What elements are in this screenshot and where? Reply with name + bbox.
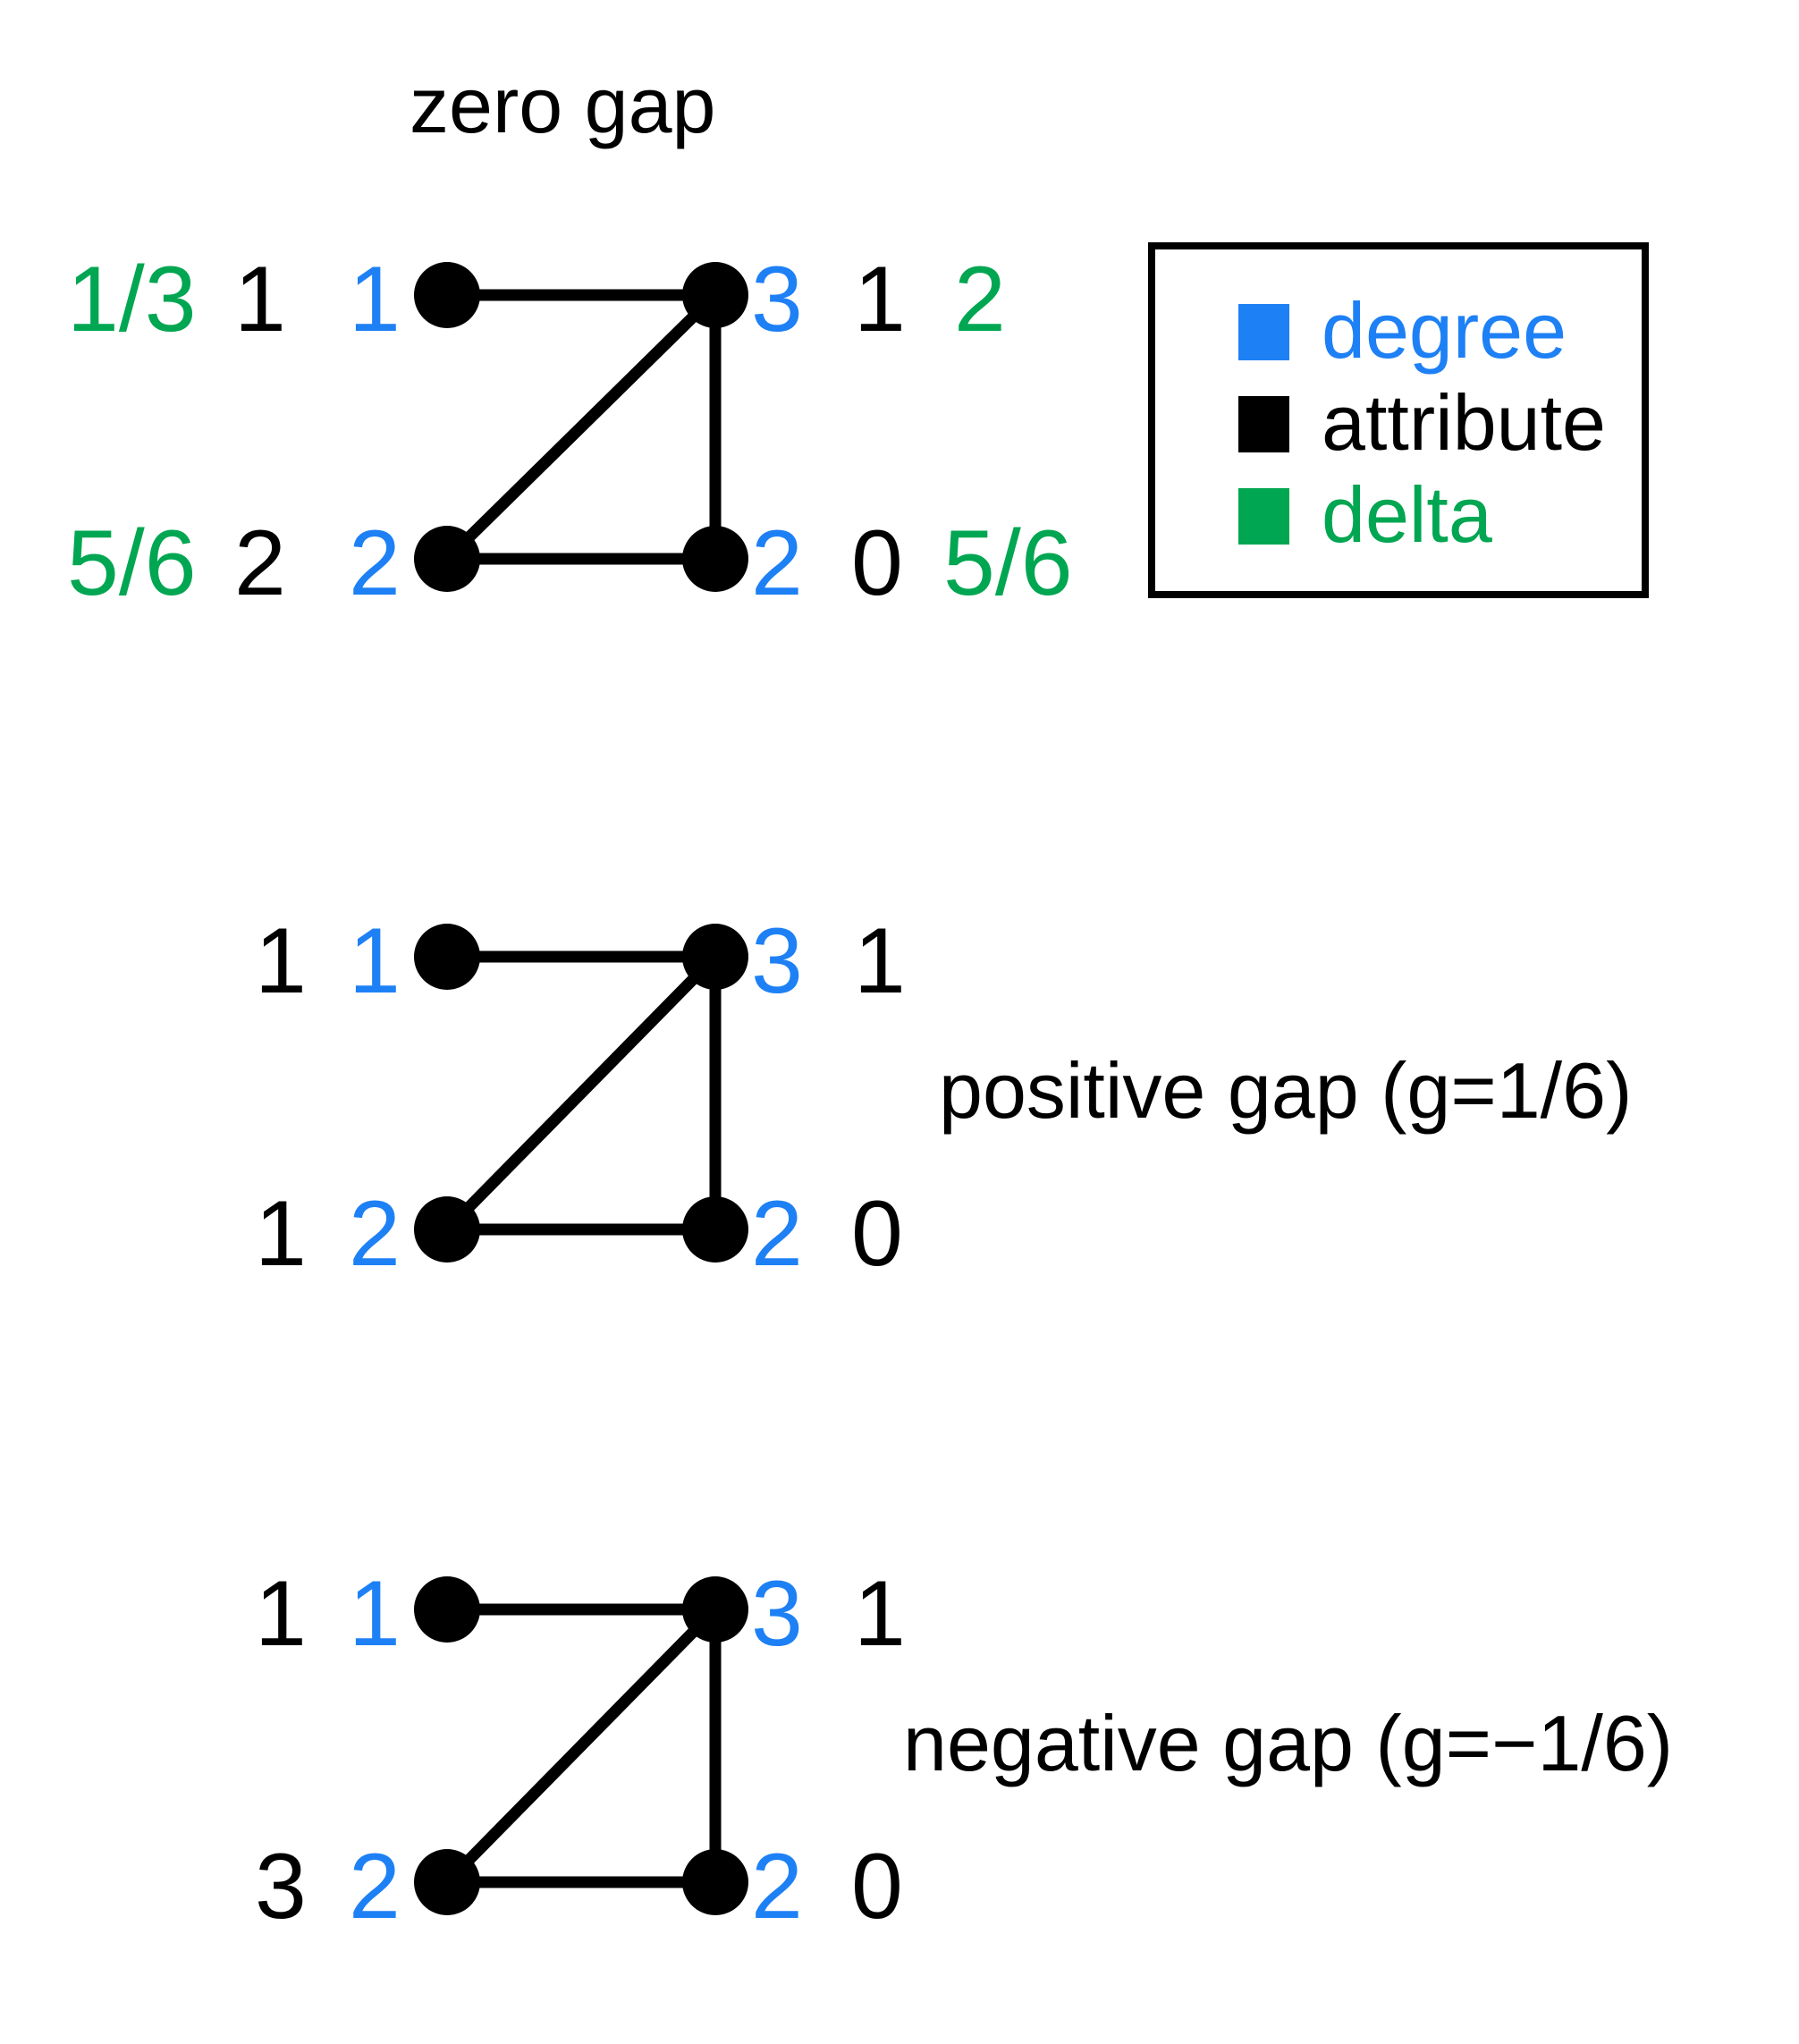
- panel-negative-gap: 1 1 3 1 3 2 2 0 negative gap (g=−1/6): [255, 1562, 1673, 1938]
- label-degree-bottom-left: 2: [349, 1835, 401, 1938]
- edge-group-zero-gap: [443, 289, 722, 565]
- panel-title-positive-gap: positive gap (g=1/6): [939, 1046, 1632, 1135]
- node-bottom-left: [414, 1196, 480, 1263]
- label-attribute-bottom-right: 0: [851, 1835, 903, 1938]
- legend: degree attribute delta: [1148, 242, 1649, 598]
- node-bottom-right: [682, 1849, 748, 1915]
- label-degree-top-right: 3: [751, 248, 803, 351]
- label-degree-bottom-right: 2: [751, 1182, 803, 1286]
- node-top-right: [682, 262, 748, 328]
- label-degree-bottom-right: 2: [751, 1835, 803, 1938]
- node-bottom-right: [682, 526, 748, 592]
- edge-group-negative-gap: [443, 1603, 722, 1888]
- label-degree-top-left: 1: [349, 909, 401, 1013]
- node-bottom-right: [682, 1196, 748, 1263]
- legend-label-degree: degree: [1322, 286, 1567, 375]
- label-attribute-top-left: 1: [234, 248, 286, 351]
- legend-label-attribute: attribute: [1322, 378, 1606, 467]
- legend-swatch-degree-icon: [1238, 304, 1289, 360]
- panel-positive-gap: 1 1 3 1 1 2 2 0 positive gap (g=1/6): [255, 909, 1632, 1286]
- label-degree-top-right: 3: [751, 909, 803, 1013]
- label-attribute-top-right: 1: [854, 909, 906, 1013]
- label-degree-bottom-left: 2: [349, 511, 401, 615]
- label-attribute-bottom-right: 0: [851, 1182, 903, 1286]
- label-attribute-top-left: 1: [255, 909, 307, 1013]
- label-degree-bottom-right: 2: [751, 511, 803, 615]
- panel-title-zero-gap: zero gap: [410, 61, 715, 149]
- label-delta-bottom-left: 5/6: [67, 511, 197, 615]
- node-top-right: [682, 924, 748, 990]
- edge-top-right-bottom-left: [443, 291, 720, 563]
- panel-title-negative-gap: negative gap (g=−1/6): [903, 1699, 1673, 1787]
- label-degree-bottom-left: 2: [349, 1182, 401, 1286]
- label-delta-top-left: 1/3: [67, 248, 197, 351]
- label-attribute-top-right: 1: [854, 248, 906, 351]
- label-attribute-bottom-left: 1: [255, 1182, 307, 1286]
- label-attribute-top-right: 1: [854, 1562, 906, 1666]
- label-attribute-bottom-right: 0: [851, 511, 903, 615]
- label-delta-bottom-right: 5/6: [943, 511, 1073, 615]
- legend-label-delta: delta: [1322, 470, 1492, 559]
- label-degree-top-right: 3: [751, 1562, 803, 1666]
- edge-top-right-bottom-left: [443, 1605, 720, 1887]
- node-top-left: [414, 262, 480, 328]
- edge-group-positive-gap: [443, 950, 722, 1236]
- panel-zero-gap: zero gap 1/3 1 1 3 1 2 5/6 2 2 2 0 5/6: [67, 61, 1073, 615]
- node-top-left: [414, 924, 480, 990]
- label-attribute-bottom-left: 3: [255, 1835, 307, 1938]
- node-bottom-left: [414, 526, 480, 592]
- label-degree-top-left: 1: [349, 1562, 401, 1666]
- node-top-right: [682, 1576, 748, 1643]
- edge-top-right-bottom-left: [443, 952, 720, 1234]
- legend-item-degree: degree: [1238, 286, 1567, 375]
- label-degree-top-left: 1: [349, 248, 401, 351]
- label-attribute-top-left: 1: [255, 1562, 307, 1666]
- label-attribute-bottom-left: 2: [234, 511, 286, 615]
- label-delta-top-right: 2: [954, 248, 1006, 351]
- legend-item-delta: delta: [1238, 470, 1492, 559]
- legend-box: [1148, 242, 1649, 598]
- node-top-left: [414, 1576, 480, 1643]
- node-bottom-left: [414, 1849, 480, 1915]
- legend-item-attribute: attribute: [1238, 378, 1606, 467]
- legend-swatch-delta-icon: [1238, 488, 1289, 545]
- legend-swatch-attribute-icon: [1238, 396, 1289, 452]
